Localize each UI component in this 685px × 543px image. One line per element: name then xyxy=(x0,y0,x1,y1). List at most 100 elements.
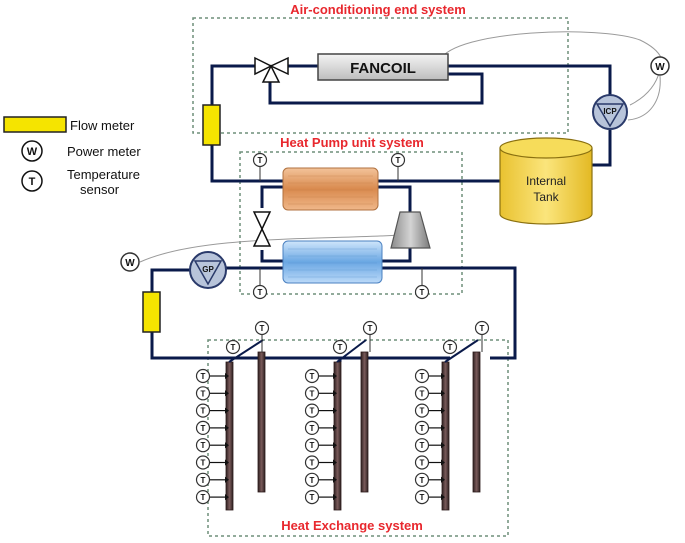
svg-text:T: T xyxy=(258,288,263,297)
temperature-sensor: T xyxy=(414,368,430,384)
temperature-sensor: T xyxy=(195,455,211,470)
temperature-sensor: T xyxy=(414,455,430,470)
svg-text:T: T xyxy=(201,459,206,468)
internal-tank: Internal Tank xyxy=(499,137,593,225)
svg-text:T: T xyxy=(201,389,206,398)
svg-text:T: T xyxy=(396,156,401,165)
heat-exchange-system-title: Heat Exchange system xyxy=(281,518,423,533)
temperature-sensor: T xyxy=(442,339,458,355)
temperature-sensor: T xyxy=(474,320,490,336)
svg-text:T: T xyxy=(420,441,425,450)
svg-text:T: T xyxy=(310,372,315,381)
fancoil-unit: FANCOIL xyxy=(317,53,449,81)
heat-pump-system-title: Heat Pump unit system xyxy=(280,135,424,150)
legend-power-meter-label: Power meter xyxy=(67,144,141,159)
expansion-valve xyxy=(252,211,272,247)
legend-flow-meter-symbol xyxy=(3,116,67,133)
svg-text:T: T xyxy=(310,407,315,416)
temperature-sensor: T xyxy=(304,490,320,505)
temperature-sensor: T xyxy=(304,420,320,435)
gp-pump: GP xyxy=(189,251,227,289)
temperature-sensor: T xyxy=(195,386,211,401)
power-meter-gp: W xyxy=(120,252,140,272)
signal-wire-ac xyxy=(439,31,663,106)
legend-flow-meter-label: Flow meter xyxy=(70,118,135,133)
gp-pump-label: GP xyxy=(202,265,214,274)
svg-text:T: T xyxy=(420,372,425,381)
svg-text:T: T xyxy=(310,441,315,450)
temperature-sensor: T xyxy=(332,339,348,355)
temperature-sensor: T xyxy=(252,268,268,300)
svg-text:T: T xyxy=(448,343,453,352)
temperature-sensor: T xyxy=(195,420,211,435)
temperature-sensor: T xyxy=(304,455,320,470)
temperature-sensor: T xyxy=(362,320,378,336)
temperature-sensor: T xyxy=(414,386,430,401)
ac-system-title: Air-conditioning end system xyxy=(290,2,466,17)
ac-loop-pipes xyxy=(210,64,612,263)
legend: Flow meter W Power meter T Temperature s… xyxy=(3,116,141,197)
temperature-sensor: T xyxy=(254,320,270,336)
svg-text:T: T xyxy=(29,176,36,188)
flow-meter-ground xyxy=(142,291,161,333)
svg-text:T: T xyxy=(201,476,206,485)
three-way-valve xyxy=(254,56,289,83)
svg-text:T: T xyxy=(310,493,315,502)
svg-text:W: W xyxy=(655,62,665,73)
temperature-sensor: T xyxy=(195,490,211,505)
svg-text:T: T xyxy=(368,324,373,333)
evaporator xyxy=(282,240,383,284)
svg-text:T: T xyxy=(420,459,425,468)
fancoil-label: FANCOIL xyxy=(350,60,416,77)
legend-temperature-label-line2: sensor xyxy=(80,182,120,197)
svg-text:T: T xyxy=(338,343,343,352)
temperature-sensor: T xyxy=(414,490,430,505)
temperature-sensor: T xyxy=(414,403,430,418)
flow-meter-ac xyxy=(202,104,221,146)
compressor xyxy=(390,211,431,249)
tank-label-line2: Tank xyxy=(533,190,559,204)
svg-text:T: T xyxy=(310,476,315,485)
svg-text:T: T xyxy=(420,476,425,485)
svg-text:T: T xyxy=(201,441,206,450)
ground-loop-pipes xyxy=(150,266,517,362)
temperature-sensor: T xyxy=(195,403,211,418)
temperature-sensor: T xyxy=(414,438,430,453)
temperature-sensor: T xyxy=(195,368,211,384)
temperature-sensor: T xyxy=(390,152,406,181)
temperature-sensor: T xyxy=(414,268,430,300)
svg-text:T: T xyxy=(420,424,425,433)
svg-text:T: T xyxy=(201,424,206,433)
temperature-sensor: T xyxy=(252,152,268,181)
tank-label-line1: Internal xyxy=(526,174,566,188)
icp-pump: ICP xyxy=(592,94,628,130)
svg-text:T: T xyxy=(201,372,206,381)
temperature-sensor: T xyxy=(225,339,241,355)
legend-temperature-label-line1: Temperature xyxy=(67,167,140,182)
temperature-sensor: T xyxy=(195,472,211,487)
ac-system-box xyxy=(192,17,569,134)
svg-text:T: T xyxy=(480,324,485,333)
icp-pump-label: ICP xyxy=(603,107,617,116)
svg-text:T: T xyxy=(201,407,206,416)
svg-text:T: T xyxy=(310,389,315,398)
temperature-sensor: T xyxy=(304,368,320,384)
svg-text:T: T xyxy=(231,343,236,352)
temperature-sensor: T xyxy=(414,420,430,435)
signal-wire-icp xyxy=(627,75,661,121)
heat-pump-system-box xyxy=(239,151,463,295)
temperature-sensor: T xyxy=(195,438,211,453)
svg-text:T: T xyxy=(201,493,206,502)
legend-power-meter-symbol: W xyxy=(21,140,43,162)
svg-text:T: T xyxy=(420,389,425,398)
svg-text:T: T xyxy=(420,288,425,297)
svg-text:T: T xyxy=(420,407,425,416)
temperature-sensor: T xyxy=(304,403,320,418)
condenser xyxy=(282,167,379,211)
svg-text:T: T xyxy=(310,424,315,433)
legend-temperature-sensor-symbol: T xyxy=(21,170,43,192)
temperature-sensor: T xyxy=(304,386,320,401)
